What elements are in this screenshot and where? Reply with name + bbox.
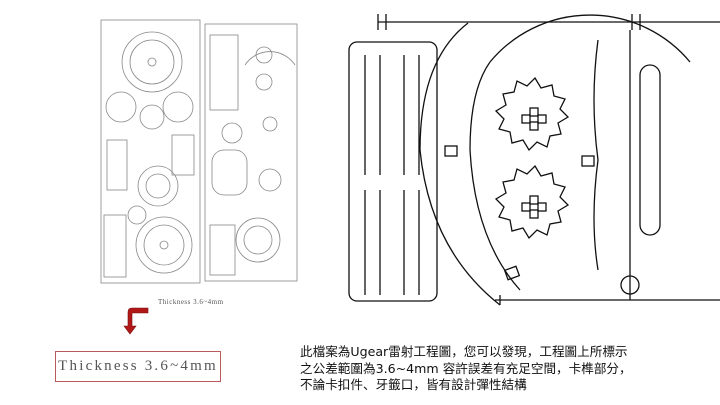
- description-line: 不論卡扣件、牙籤口，皆有設計彈性結構: [300, 377, 527, 392]
- thickness-callout-box: Thickness 3.6~4mm: [55, 351, 221, 382]
- description-line: 此檔案為Ugear雷射工程圖，您可以發現，工程圖上所標示: [300, 344, 628, 359]
- laser-detail-drawing: [348, 14, 720, 306]
- laser-sheet-2: [204, 23, 298, 282]
- description-text: 此檔案為Ugear雷射工程圖，您可以發現，工程圖上所標示 之公差範圍為3.6~4…: [300, 344, 720, 394]
- gear-icon: [494, 164, 570, 240]
- thickness-label-large: Thickness 3.6~4mm: [58, 358, 218, 374]
- arrow-icon: [123, 307, 149, 335]
- thickness-label-small: Thickness 3.6~4mm: [158, 298, 224, 306]
- laser-sheet-1: [100, 19, 201, 284]
- gear-icon: [494, 76, 570, 152]
- description-line: 之公差範圍為3.6~4mm 容許誤差有充足空間，卡榫部分，: [300, 360, 632, 376]
